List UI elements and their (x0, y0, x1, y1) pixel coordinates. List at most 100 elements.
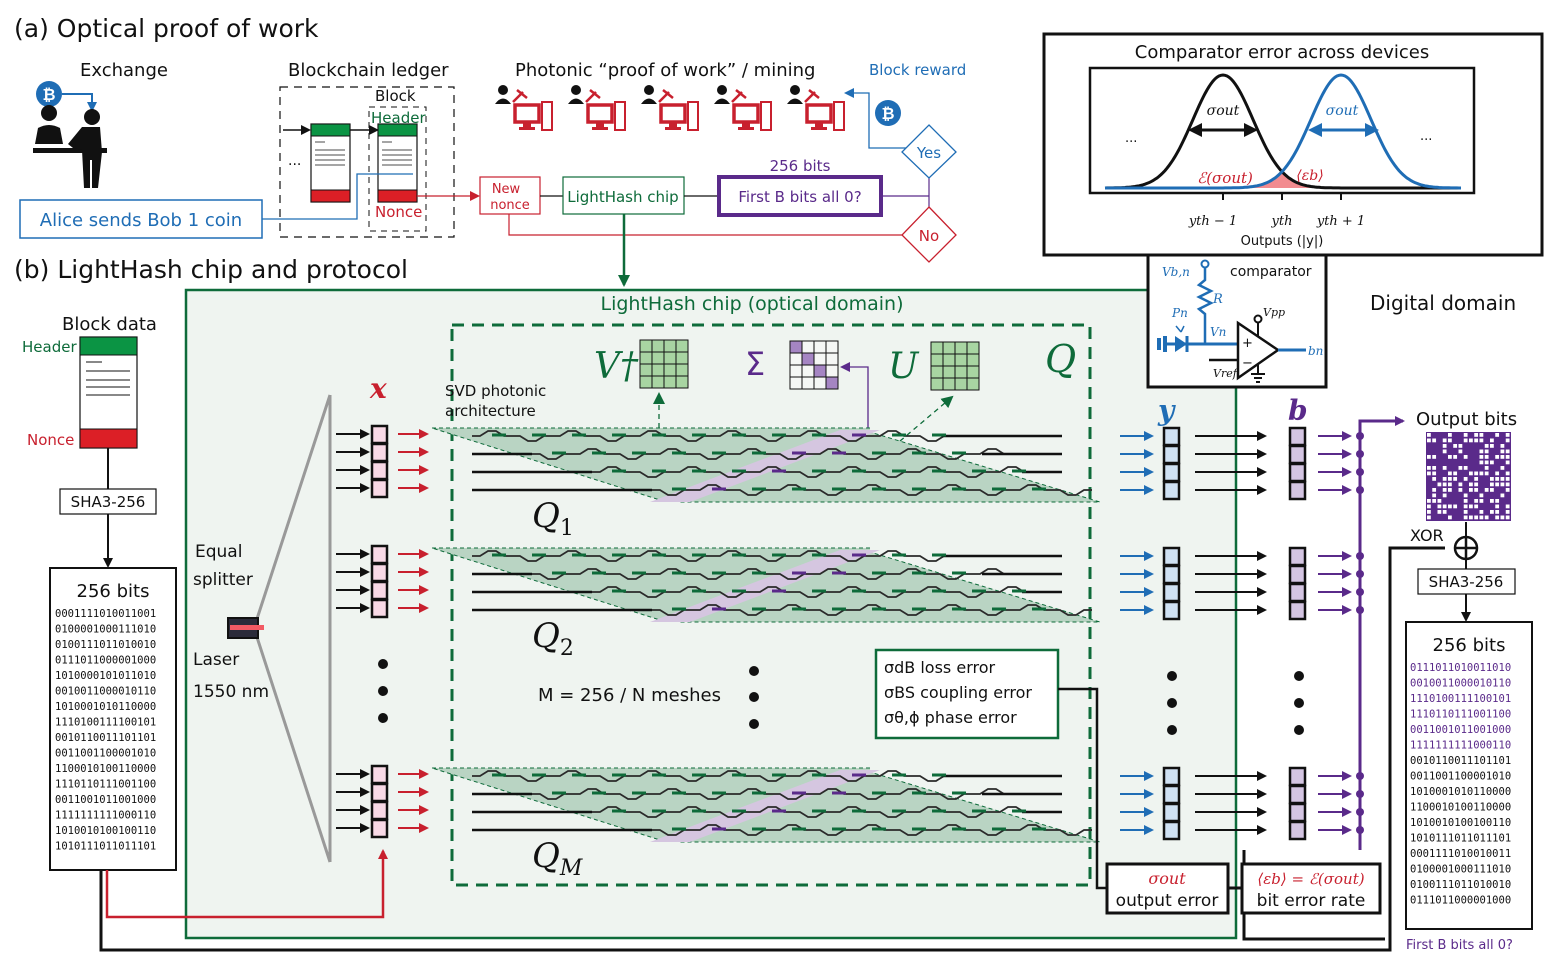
y-vector-cell (1162, 784, 1181, 805)
bit-row: 0100111011010010 (1410, 879, 1511, 891)
check-label: First B bits all 0? (738, 188, 861, 206)
bit-grid-cell (1474, 515, 1479, 520)
svg-text:₿: ₿ (42, 85, 55, 104)
x-vector-cell (370, 478, 389, 499)
bit-grid-cell (1474, 504, 1479, 509)
bit-grid-cell (1500, 444, 1505, 448)
matrix-cell (813, 340, 827, 354)
bit-grid-cell (1469, 482, 1473, 487)
vertical-ellipsis-x (378, 659, 388, 723)
xor-label: XOR (1410, 526, 1444, 545)
miner-icon (568, 85, 626, 131)
sigma-mesh-region (650, 550, 880, 622)
bit-grid-cell (1437, 499, 1442, 503)
x-vector-cell (370, 544, 389, 565)
bit-grid-cell (1505, 510, 1510, 514)
matrix-cell (930, 341, 944, 355)
error-function-label: ℰ(σout) (1197, 169, 1253, 187)
mzi-chain (472, 430, 952, 442)
bit-grid-cell (1463, 510, 1468, 514)
tower-icon (614, 101, 626, 131)
error-overlap-area (1240, 171, 1325, 188)
x-vector-cell (370, 782, 389, 803)
bit-row: 1010111011011101 (1410, 833, 1511, 845)
x-vector-cell (370, 598, 389, 619)
matrix-cell (966, 365, 980, 379)
matrix-cell (675, 363, 689, 377)
matrix-cell (663, 375, 677, 389)
bit-grid-cell (1448, 488, 1452, 492)
matrix-cell (789, 352, 803, 366)
matrix-cell (639, 375, 653, 389)
x-vector-label: x (369, 372, 387, 405)
bit-grid-cell (1442, 493, 1447, 498)
x-vector-cell (370, 764, 389, 785)
panel-b-label: (b) LightHash chip and protocol (14, 255, 408, 284)
y-vector-cell (1162, 564, 1181, 585)
vertical-ellipsis-y (1167, 671, 1177, 735)
bit-row: 1110110111001100 (1410, 709, 1511, 721)
bit-row: 0111011000001000 (55, 655, 156, 667)
bit-row: 0100111011010010 (55, 639, 156, 651)
bit-grid-cell (1500, 455, 1505, 459)
coupling-error-label: σBS coupling error (884, 683, 1032, 702)
bit-grid-cell (1442, 449, 1447, 454)
bit-row: 0010110011101101 (55, 732, 156, 744)
matrix-cell (954, 353, 968, 367)
matrix-cell (966, 377, 980, 391)
check-box (717, 175, 883, 217)
y-vector-cell (1162, 426, 1181, 447)
bus-to-output-arrow (1358, 416, 1405, 447)
bit-grid-cell (1479, 510, 1484, 514)
bit-grid-cell (1479, 455, 1484, 459)
matrix-cell (801, 364, 815, 378)
splitter-label-1: Equal (195, 542, 242, 562)
bit-grid-cell (1463, 455, 1468, 459)
mzi-chain (532, 568, 1012, 580)
bit-grid-cell (1442, 477, 1447, 481)
mzi-chain (472, 550, 952, 562)
u-matrix-label: U (888, 346, 920, 387)
mzi-chain (472, 770, 952, 782)
bit-grid-cell (1479, 460, 1484, 465)
no-diamond (901, 206, 957, 263)
phase-error-label: σθ,ϕ phase error (884, 708, 1017, 727)
no-label: No (919, 227, 939, 245)
output-error-symbol: σout (1148, 869, 1186, 888)
v-dagger-matrix (639, 339, 689, 389)
bit-grid-cell (1463, 477, 1468, 481)
reward-bitcoin-icon: ₿ (875, 100, 901, 126)
bit-grid-cell (1432, 499, 1437, 503)
bit-row: 1010010100100110 (1410, 817, 1511, 829)
minus-sign: − (1242, 356, 1253, 371)
sigma-matrix (789, 340, 839, 390)
bits-label: 256 bits (770, 157, 831, 175)
bit-row: 0011001100001010 (1410, 771, 1511, 783)
output-bits-title: Output bits (1416, 409, 1517, 430)
bit-grid-cell (1427, 455, 1431, 459)
bit-grid-cell (1463, 504, 1468, 509)
digital-loop-line (99, 546, 1445, 952)
mesh-row (336, 764, 1364, 843)
bit-grid-cell (1500, 493, 1505, 498)
new-nonce-label-2: nonce (490, 198, 530, 213)
b-vector-label: b (1288, 394, 1308, 427)
bit-grid-cell (1495, 482, 1500, 487)
output-bits-box-title: 256 bits (1433, 635, 1506, 656)
bit-row: 1111111111000110 (55, 810, 156, 822)
matrix-cell (966, 341, 980, 355)
photodiode-icon (1157, 325, 1239, 352)
y-vector-cell (1162, 820, 1181, 841)
matrix-cell (825, 376, 839, 390)
sigma-mesh-region (650, 770, 880, 842)
bit-grid-cell (1505, 477, 1510, 481)
panel-a: (a) Optical proof of work Exchange ₿ Ali… (14, 14, 966, 287)
loss-error-label: σdB loss error (884, 658, 996, 677)
bit-grid-cell (1442, 488, 1447, 492)
block-data-document (79, 336, 138, 449)
bit-grid-cell (1442, 510, 1447, 514)
b-vector-cell (1288, 480, 1307, 501)
matrix-cell (930, 365, 944, 379)
b-vector-cell (1288, 564, 1307, 585)
bit-row: 0011001011001000 (55, 794, 156, 806)
